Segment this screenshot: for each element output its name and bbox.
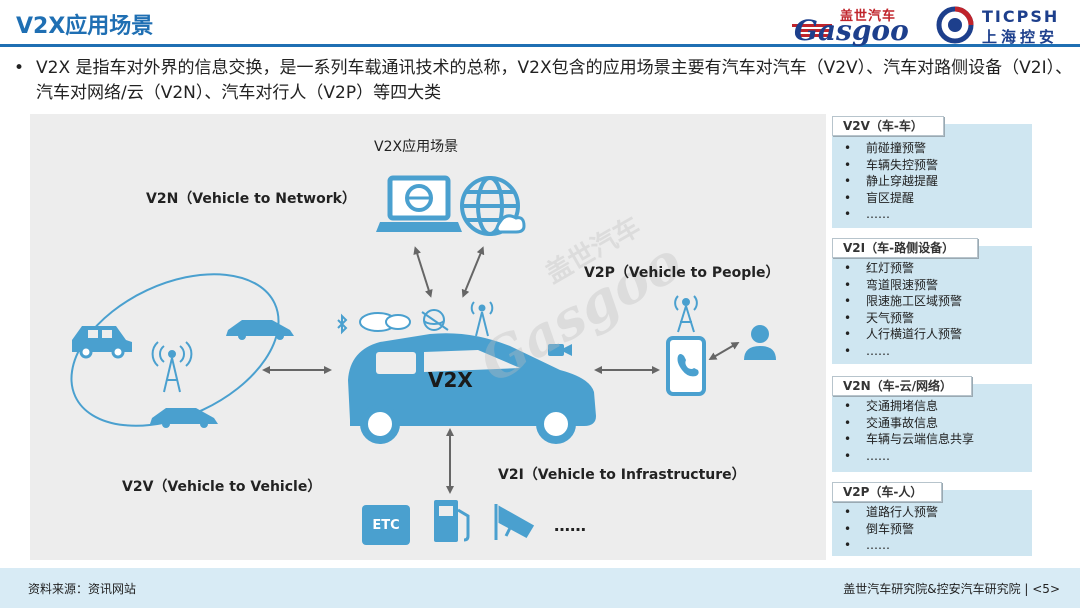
v2v-label: V2V（Vehicle to Vehicle）: [122, 479, 322, 495]
list-item: 弯道限速预警: [842, 277, 1032, 294]
card-v2v-title: V2V（车-车）: [832, 116, 944, 136]
gasgoo-logo: 盖世汽车 Gasgoo: [792, 4, 922, 47]
fuel-pump-icon: [434, 500, 470, 542]
header-divider: [0, 44, 1080, 47]
list-item: 静止穿越提醒: [842, 173, 1032, 190]
list-item: 交通拥堵信息: [842, 398, 1032, 415]
footer-org-page: 盖世汽车研究院&控安汽车研究院 | <5>: [843, 582, 1060, 596]
list-item: 倒车预警: [842, 521, 1032, 538]
tower-icon-v2p: [674, 295, 698, 333]
gasgoo-logo-en: Gasgoo: [794, 14, 909, 47]
page-title: V2X应用场景: [16, 14, 154, 39]
list-item: 道路行人预警: [842, 504, 1032, 521]
arrow-v2n-right: [461, 246, 485, 298]
list-item: 限速施工区域预警: [842, 293, 1032, 310]
list-item: 前碰撞预警: [842, 140, 1032, 157]
card-v2n-list: 交通拥堵信息 交通事故信息 车辆与云端信息共享 ……: [832, 384, 1032, 464]
car-icon-left: [72, 326, 132, 359]
card-v2v: 前碰撞预警 车辆失控预警 静止穿越提醒 盲区提醒 ……: [832, 124, 1032, 228]
card-v2i-list: 红灯预警 弯道限速预警 限速施工区域预警 天气预警 人行横道行人预警 ……: [832, 246, 1032, 359]
card-v2i: 红灯预警 弯道限速预警 限速施工区域预警 天气预警 人行横道行人预警 ……: [832, 246, 1032, 364]
card-v2n-title: V2N（车-云/网络）: [832, 376, 972, 396]
bluetooth-icon: [337, 313, 348, 335]
list-item: 人行横道行人预警: [842, 326, 1032, 343]
ticpsh-logo-en: TICPSH: [982, 7, 1060, 26]
list-item: 天气预警: [842, 310, 1032, 327]
list-item: ……: [842, 343, 1032, 360]
list-item: 车辆失控预警: [842, 157, 1032, 174]
card-v2p-list: 道路行人预警 倒车预警 ……: [832, 490, 1032, 554]
ticpsh-logo-cn: 上海控安: [982, 28, 1059, 46]
intro-text: V2X 是指车对外界的信息交换，是一系列车载通讯技术的总称，V2X包含的应用场景…: [36, 58, 1073, 103]
gasgoo-logo-cn: 盖世汽车: [840, 9, 897, 24]
ticpsh-logo: TICPSH 上海控安: [934, 4, 1074, 46]
tower-icon-car: [470, 301, 494, 337]
globe-icon: [460, 176, 526, 236]
list-item: ……: [842, 537, 1032, 554]
v2x-car-icon: [348, 333, 596, 444]
card-v2i-title: V2I（车-路侧设备）: [832, 238, 978, 258]
list-item: ……: [842, 206, 1032, 223]
list-item: 红灯预警: [842, 260, 1032, 277]
laptop-ie-icon: [376, 175, 462, 232]
card-v2n: 交通拥堵信息 交通事故信息 车辆与云端信息共享 ……: [832, 384, 1032, 472]
v2p-label: V2P（Vehicle to People）: [584, 265, 780, 281]
v2n-label: V2N（Vehicle to Network）: [146, 191, 356, 207]
gasgoo-stripes-icon: [792, 24, 832, 37]
wifi-badge-icon: [359, 312, 411, 332]
list-item: 交通事故信息: [842, 415, 1032, 432]
v2i-more-label: ……: [554, 516, 586, 535]
v2v-ellipse: [70, 273, 280, 427]
camera-icon-car: [548, 344, 572, 356]
intro-paragraph: • V2X 是指车对外界的信息交换，是一系列车载通讯技术的总称，V2X包含的应用…: [14, 56, 1074, 106]
v2i-label: V2I（Vehicle to Infrastructure）: [498, 467, 746, 483]
ticpsh-ring-icon: [936, 6, 974, 44]
tower-icon-v2v: [151, 341, 193, 393]
list-item: 车辆与云端信息共享: [842, 431, 1032, 448]
arrow-phone-person: [708, 341, 740, 361]
car-icon-bottom: [150, 408, 218, 428]
footer-source: 资料来源：资讯网站: [28, 582, 137, 596]
list-item: 盲区提醒: [842, 190, 1032, 207]
arrow-v2n-left: [413, 246, 433, 298]
diagram-center-title: V2X应用场景: [374, 139, 459, 155]
surveillance-camera-icon: [494, 504, 535, 540]
v2x-hub-label: V2X: [428, 368, 473, 392]
person-icon: [744, 325, 776, 360]
intro-bullet: •: [14, 58, 25, 78]
car-icon-right: [226, 320, 294, 340]
etc-badge: ETC: [362, 505, 410, 545]
list-item: ……: [842, 448, 1032, 465]
card-v2v-list: 前碰撞预警 车辆失控预警 静止穿越提醒 盲区提醒 ……: [832, 124, 1032, 223]
satellite-icon: [421, 309, 449, 331]
card-v2p-title: V2P（车-人）: [832, 482, 942, 502]
phone-icon: [666, 336, 706, 396]
footer-bar: 资料来源：资讯网站 盖世汽车研究院&控安汽车研究院 | <5>: [0, 568, 1080, 608]
